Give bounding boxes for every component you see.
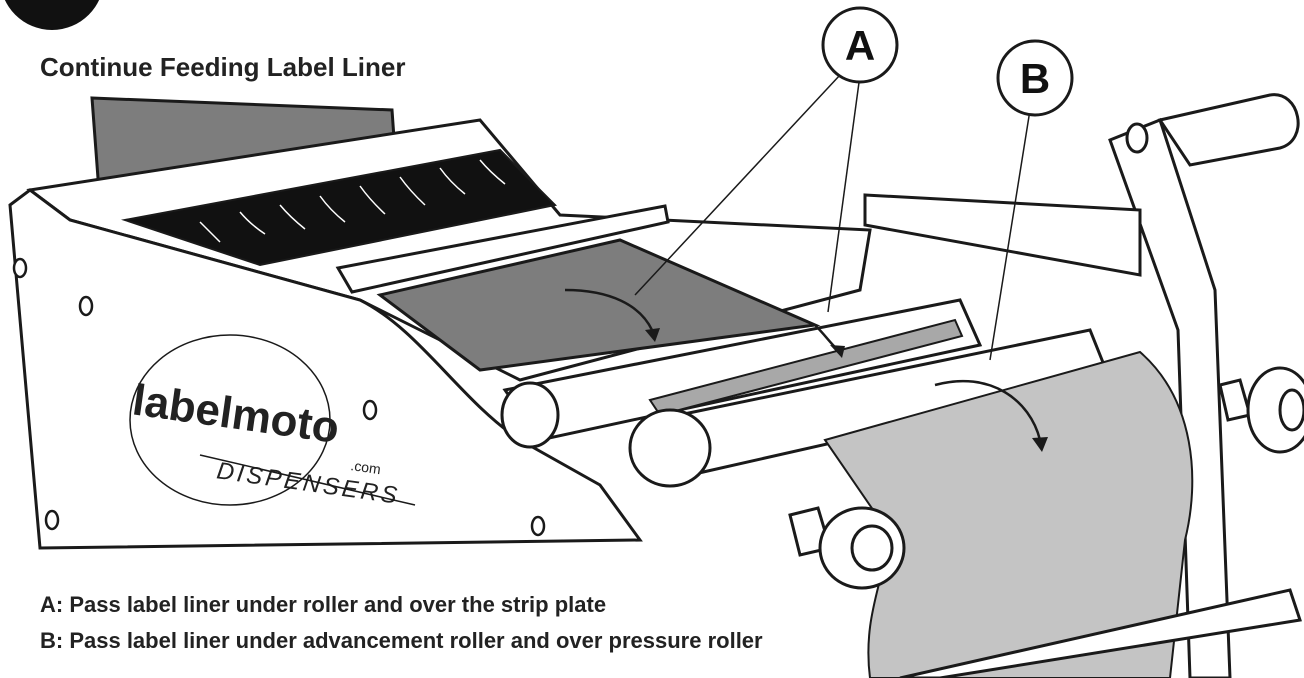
- left-knob: [788, 506, 906, 590]
- brush-bristles: [199, 159, 506, 243]
- callout-b-circle: [996, 39, 1074, 117]
- lower-guide-rod: [899, 588, 1302, 678]
- caption-b: B: Pass label liner under advancement ro…: [40, 628, 763, 653]
- guide-bar: [335, 204, 670, 294]
- crank-handle: [1157, 93, 1300, 167]
- right-knob: [1218, 366, 1304, 454]
- top-roller-end: [500, 381, 560, 449]
- callout-b-letter: B: [1020, 55, 1050, 102]
- step-number-badge: [4, 0, 100, 30]
- brush-strip: [121, 148, 558, 267]
- logo-suffix: .com: [350, 457, 382, 477]
- callout-a-circle: [821, 6, 899, 84]
- callout-leaders: [634, 74, 1031, 361]
- panel-screws: [12, 257, 546, 537]
- step-title: Continue Feeding Label Liner: [40, 52, 406, 82]
- cover-block: [863, 193, 1142, 277]
- strip-plate: [648, 318, 964, 417]
- brand-logo: labelmoto .com DISPENSERS: [129, 334, 416, 510]
- arrow-heads: [645, 328, 1048, 452]
- callout-a-letter: A: [845, 22, 875, 69]
- crank-pivot: [1125, 122, 1149, 154]
- advancement-roller-end: [628, 408, 712, 488]
- caption-a: A: Pass label liner under roller and ove…: [40, 592, 607, 617]
